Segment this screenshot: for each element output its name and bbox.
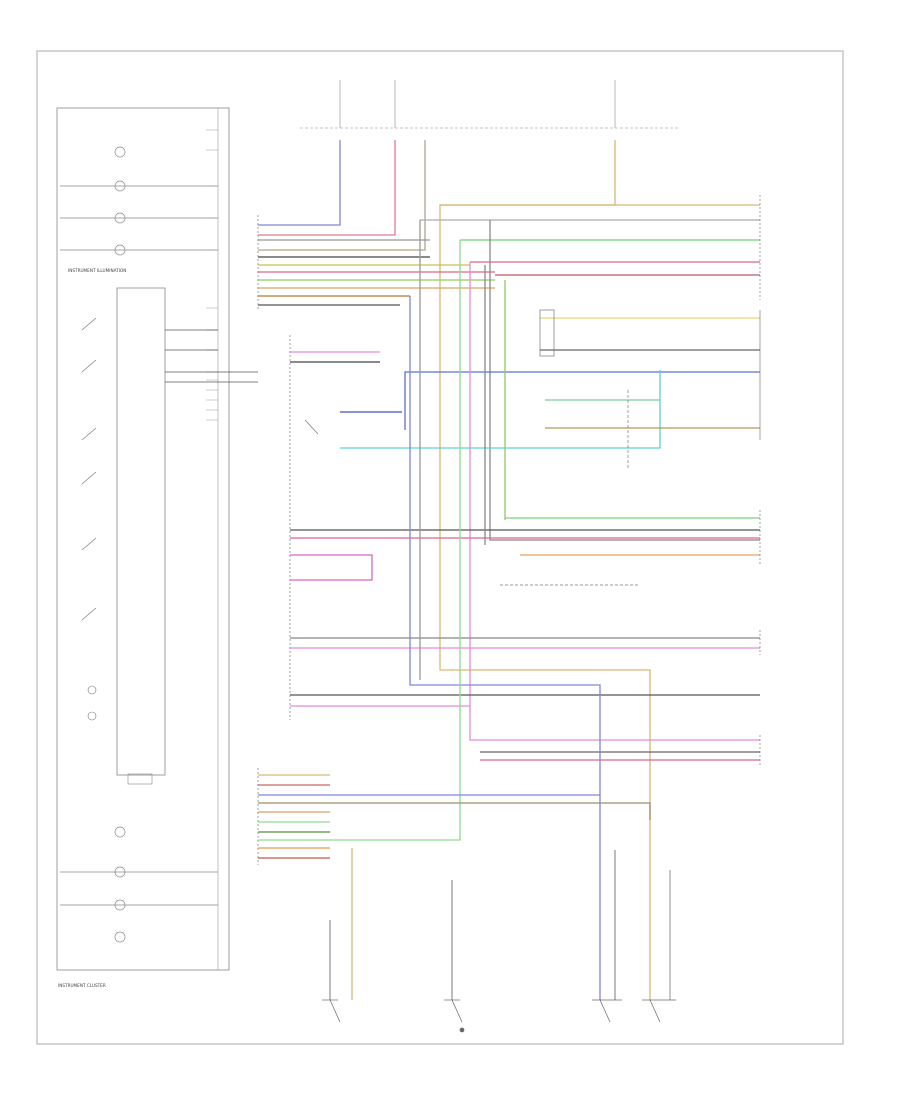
mid-sensors	[304, 309, 640, 586]
ground-block	[539, 309, 555, 357]
cluster-connector	[127, 773, 153, 785]
gauge-switches	[81, 317, 97, 721]
sensor-switch-icon	[322, 999, 341, 1023]
top-fuse-sources	[300, 80, 680, 129]
diagram-border	[36, 50, 844, 1045]
cluster-module	[116, 287, 166, 776]
cluster-pins	[206, 129, 218, 421]
bottom-sensors	[322, 999, 676, 1033]
cluster-outline	[56, 107, 230, 971]
indicator-lamp-icon	[114, 146, 126, 158]
indicator-lamp-icon	[114, 826, 126, 838]
connector-bars	[257, 195, 761, 865]
sensor-switch-icon	[444, 999, 465, 1033]
instrument-cluster-title: INSTRUMENT CLUSTER	[58, 983, 106, 988]
instrument-illumination-label: INSTRUMENT ILLUMINATION	[68, 268, 126, 273]
sensor-switch-icon	[592, 999, 622, 1023]
top-indicator-lamps	[60, 146, 218, 256]
colored-wires	[258, 140, 760, 1000]
cluster-output-wires	[165, 329, 258, 383]
instrument-cluster: INSTRUMENT ILLUMINATION	[56, 107, 230, 988]
sensor-switch-icon	[642, 999, 676, 1023]
low-fuel-lamp-icon	[87, 711, 97, 721]
indicator-lamp-icon	[114, 931, 126, 943]
bottom-indicator-lamps	[60, 826, 218, 943]
seat-belt-lamp-icon	[87, 685, 97, 695]
